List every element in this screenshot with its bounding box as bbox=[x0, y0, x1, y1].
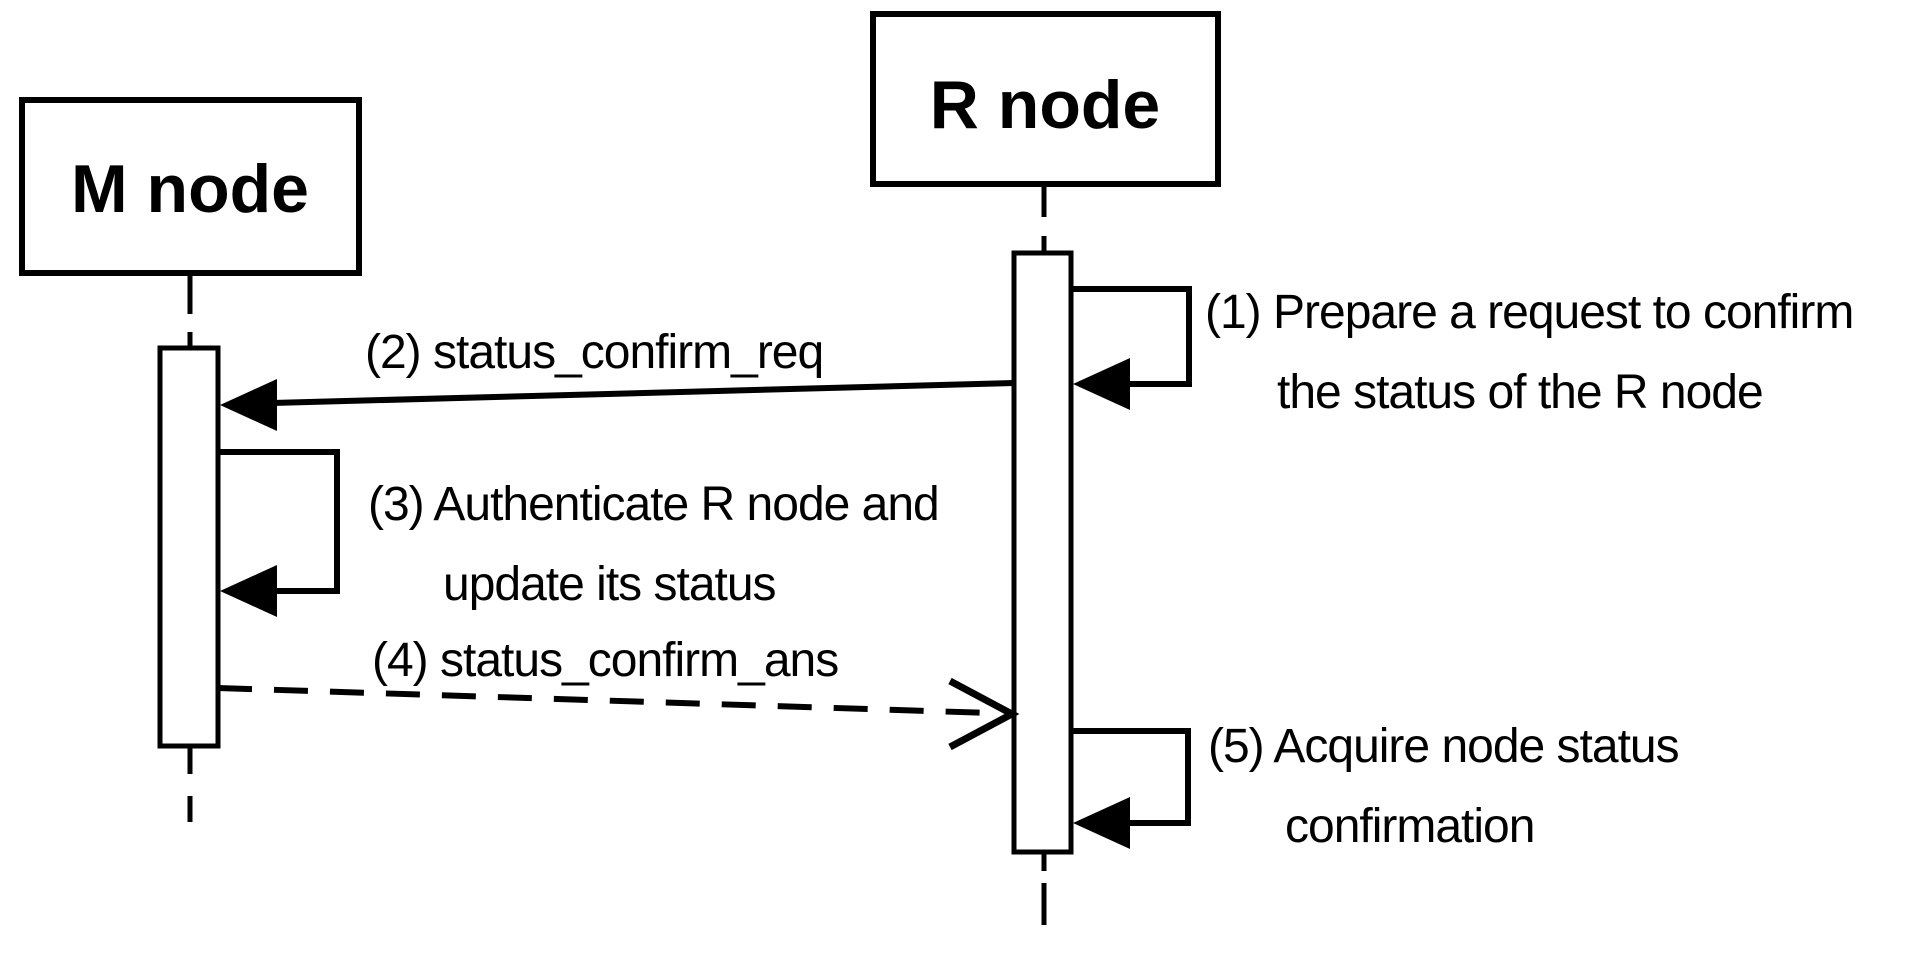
activation-bar-r-node bbox=[1011, 250, 1074, 855]
message-4-line bbox=[217, 685, 991, 716]
message-4-arrowhead-icon bbox=[948, 677, 1020, 751]
message-4-label: (4) status_confirm_ans bbox=[372, 634, 838, 687]
message-2-arrowhead-icon bbox=[220, 379, 277, 431]
message-2-label: (2) status_confirm_req bbox=[365, 326, 823, 379]
actor-box-m-node bbox=[19, 97, 362, 276]
message-1-label-line-2: the status of the R node bbox=[1277, 366, 1763, 419]
message-5-arrowhead-icon bbox=[1073, 797, 1130, 849]
message-5-label-line-1: (5) Acquire node status bbox=[1208, 720, 1679, 773]
message-3-self-loop bbox=[218, 449, 340, 594]
actor-box-r-node bbox=[870, 11, 1221, 187]
message-5-self-loop bbox=[1071, 728, 1191, 826]
message-5-label-line-2: confirmation bbox=[1285, 800, 1534, 853]
message-2-line bbox=[271, 380, 1015, 406]
activation-bar-m-node bbox=[157, 345, 221, 749]
message-1-self-loop bbox=[1071, 286, 1192, 387]
message-3-arrowhead-icon bbox=[220, 565, 277, 617]
message-3-label-line-1: (3) Authenticate R node and bbox=[368, 478, 939, 531]
message-1-label-line-1: (1) Prepare a request to confirm bbox=[1205, 286, 1853, 339]
actor-label-m-node: M node bbox=[71, 151, 309, 227]
actor-label-r-node: R node bbox=[930, 67, 1160, 143]
message-3-label-line-2: update its status bbox=[443, 558, 776, 611]
message-1-arrowhead-icon bbox=[1073, 358, 1130, 410]
